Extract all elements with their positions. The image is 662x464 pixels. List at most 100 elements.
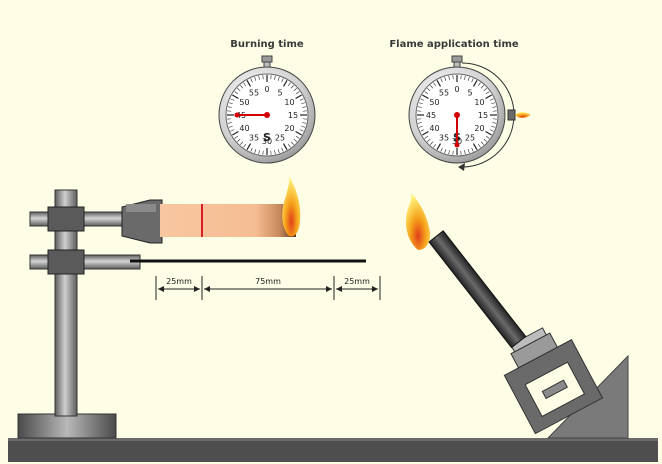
dial-tick bbox=[246, 143, 252, 150]
lower-clamp-block bbox=[47, 249, 85, 275]
dial-tick bbox=[250, 78, 253, 83]
dial-tick bbox=[477, 82, 481, 87]
dial-tick bbox=[232, 130, 239, 136]
dial-label: 10 bbox=[474, 98, 484, 107]
retort-stand bbox=[17, 176, 366, 439]
stand-base bbox=[17, 413, 117, 439]
dial-tick bbox=[227, 122, 232, 124]
dial-tick bbox=[485, 91, 490, 95]
dial-tick bbox=[232, 94, 239, 100]
flame-application-stopwatch: Flame application time 05101520253035404… bbox=[389, 39, 531, 171]
dial-tick bbox=[471, 78, 474, 83]
dial-tick bbox=[489, 129, 494, 132]
dial-tick bbox=[274, 150, 276, 155]
lower-arm bbox=[29, 254, 141, 270]
dial-tick bbox=[427, 88, 431, 92]
dial-tick bbox=[290, 85, 294, 89]
dial-tick bbox=[448, 150, 450, 155]
dial-tick bbox=[301, 102, 306, 105]
specimen-clamp-band bbox=[126, 204, 156, 212]
dial-tick bbox=[480, 85, 484, 89]
dial-tick bbox=[417, 122, 422, 124]
dial-label: 30 bbox=[262, 137, 272, 146]
dial-tick bbox=[420, 98, 425, 101]
burning-time-title: Burning time bbox=[230, 39, 304, 50]
dial-label: 0 bbox=[264, 85, 269, 94]
test-specimen bbox=[160, 204, 296, 237]
dial-unit: S bbox=[263, 131, 271, 144]
dial-tick bbox=[250, 147, 253, 152]
dial-label: 10 bbox=[284, 98, 294, 107]
dial-tick bbox=[281, 78, 284, 83]
dial-tick bbox=[491, 102, 496, 105]
dial-tick bbox=[430, 85, 434, 89]
dial-label: 0 bbox=[454, 85, 459, 94]
dial-tick bbox=[246, 80, 252, 87]
dial-tick bbox=[287, 143, 291, 148]
dial-tick bbox=[430, 141, 434, 145]
stopwatch-crown bbox=[261, 55, 273, 63]
dial-tick bbox=[492, 106, 497, 108]
dial-tick bbox=[436, 80, 442, 87]
burner-tube bbox=[428, 230, 527, 349]
dial-tick bbox=[277, 149, 280, 154]
dial-label: 20 bbox=[284, 124, 294, 133]
dial-tick bbox=[287, 82, 291, 87]
dial-tick bbox=[234, 91, 239, 95]
flame-application-title: Flame application time bbox=[389, 39, 519, 50]
dial-tick bbox=[440, 78, 443, 83]
burning-time-stopwatch: Burning time 0510152025303540455055 S bbox=[218, 39, 316, 164]
dial-tick bbox=[417, 106, 422, 108]
table-surface bbox=[8, 438, 658, 462]
dial-tick bbox=[433, 82, 437, 87]
dial-label: 35 bbox=[439, 134, 449, 143]
dimension-third-label: 25mm bbox=[344, 277, 370, 286]
dial-tick bbox=[427, 138, 431, 142]
dial-tick bbox=[230, 98, 235, 101]
dial-tick bbox=[299, 98, 304, 101]
dial-tick bbox=[295, 135, 300, 139]
dial-tick bbox=[274, 75, 276, 80]
dial-label: 25 bbox=[465, 134, 475, 143]
dial-ticks bbox=[417, 75, 497, 155]
dial-tick bbox=[282, 143, 288, 150]
dial-tick bbox=[240, 141, 244, 145]
dial-tick bbox=[418, 102, 423, 105]
hand-pivot bbox=[264, 112, 270, 118]
dial-tick bbox=[485, 94, 492, 100]
dimension-first-label: 25mm bbox=[166, 277, 192, 286]
dial-tick bbox=[420, 129, 425, 132]
rotation-arrowhead-icon bbox=[458, 163, 465, 171]
dial-label: 5 bbox=[277, 88, 282, 97]
dial-tick bbox=[424, 91, 429, 95]
dial-tick bbox=[258, 75, 260, 80]
dial-tick bbox=[424, 135, 429, 139]
dial-tick bbox=[293, 138, 297, 142]
dial-tick bbox=[448, 75, 450, 80]
dial-tick bbox=[464, 75, 466, 80]
side-flame-icon bbox=[515, 111, 531, 119]
dial-tick bbox=[464, 150, 466, 155]
table-edge bbox=[8, 438, 658, 441]
dial-tick bbox=[290, 141, 294, 145]
dial-tick bbox=[485, 135, 490, 139]
dial-tick bbox=[471, 147, 474, 152]
dial-tick bbox=[227, 106, 232, 108]
hand-tip bbox=[454, 142, 460, 148]
stopwatch-side-button bbox=[507, 109, 516, 121]
dial-tick bbox=[440, 147, 443, 152]
dial-label: 55 bbox=[249, 88, 259, 97]
dial-tick bbox=[230, 129, 235, 132]
dial-label: 15 bbox=[288, 111, 298, 120]
burner-collar-ring bbox=[510, 327, 547, 353]
bunsen-burner bbox=[405, 193, 629, 439]
dial-label: 55 bbox=[439, 88, 449, 97]
burner-holder-knob bbox=[541, 379, 568, 400]
dial-tick bbox=[295, 91, 300, 95]
dial-tick bbox=[237, 88, 241, 92]
dial-tick bbox=[295, 130, 302, 136]
dial-tick bbox=[234, 135, 239, 139]
dial-tick bbox=[485, 130, 492, 136]
dial-tick bbox=[293, 88, 297, 92]
